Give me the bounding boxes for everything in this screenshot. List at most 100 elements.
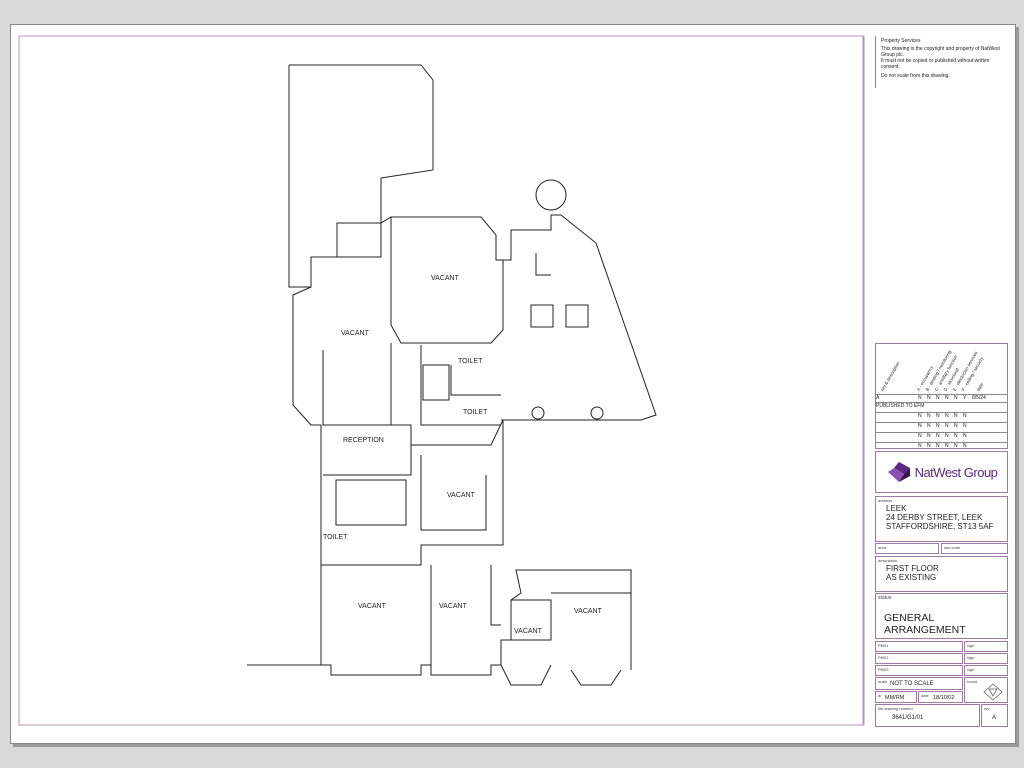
notes-title: Property Services <box>881 38 921 44</box>
description-label: description <box>878 558 898 563</box>
rev-value: A <box>992 715 997 721</box>
flag: N <box>945 443 949 449</box>
flag: N <box>918 443 922 449</box>
address-line: LEEK <box>886 504 907 513</box>
flag: N <box>954 395 958 401</box>
pm-label: PM03 <box>878 667 889 672</box>
notes-block: Property Services This drawing is the co… <box>875 36 1008 88</box>
drawn-value: MM/RM <box>885 695 905 701</box>
area-field: area <box>875 543 939 554</box>
status-label: status <box>878 595 892 601</box>
natwest-logo-icon <box>887 462 910 482</box>
drawing-sheet: VACANT VACANT TOILET TOILET RECEPTION VA… <box>10 24 1016 744</box>
sign-label: sign <box>967 655 975 660</box>
room-label: TOILET <box>323 534 348 541</box>
rev-header: rev & description <box>879 360 901 392</box>
flag: N <box>963 443 967 449</box>
sub-code-field: sub code <box>941 543 1008 554</box>
room-label: VACANT <box>358 603 387 610</box>
flag: N <box>927 433 931 439</box>
flag: N <box>936 413 940 419</box>
logo-text: NatWest Group <box>914 464 998 480</box>
address-label: address <box>878 498 893 503</box>
flag: N <box>945 423 949 429</box>
date-label: date <box>921 693 929 698</box>
address-line: STAFFORDSHIRE, ST13 5AF <box>886 522 994 531</box>
flag: N <box>954 443 958 449</box>
address-block: address LEEK 24 DERBY STREET, LEEK STAFF… <box>875 496 1008 542</box>
description-block: description FIRST FLOOR AS EXISTING <box>875 556 1008 592</box>
scale-value: NOT TO SCALE <box>890 681 934 687</box>
flag: N <box>927 423 931 429</box>
address-line: 24 DERBY STREET, LEEK <box>886 513 983 522</box>
flag: N <box>954 423 958 429</box>
room-label: VACANT <box>574 608 603 615</box>
flag: N <box>963 423 967 429</box>
flag: N <box>936 395 940 401</box>
room-label: RECEPTION <box>343 437 384 444</box>
rev-id: A <box>876 395 880 401</box>
room-label: VACANT <box>341 330 370 337</box>
address-text: LEEK 24 DERBY STREET, LEEK STAFFORDSHIRE… <box>886 504 993 531</box>
date-value: 18/10/02 <box>933 695 955 701</box>
flag: N <box>936 443 940 449</box>
sign-label: sign <box>967 667 975 672</box>
area-label: area <box>878 545 887 550</box>
restriction-note: It must not be copied or published witho… <box>881 58 990 70</box>
flag: N <box>936 423 940 429</box>
pm-label: PM01 <box>878 643 889 648</box>
rev-date: 8/5/24 <box>972 395 986 401</box>
scale-label: scale <box>878 679 888 684</box>
brand-label: brand <box>967 679 978 684</box>
flag: N <box>918 395 922 401</box>
drawn-label: dr <box>878 693 882 698</box>
rev-description: PUBLISHED TO EFM <box>876 402 1007 410</box>
status-value: GENERAL ARRANGEMENT <box>884 612 966 636</box>
flag: N <box>945 433 949 439</box>
copyright-note: This drawing is the copyright and proper… <box>881 46 1000 58</box>
date-field: date 18/10/02 <box>918 691 963 703</box>
room-label: VACANT <box>431 275 460 282</box>
room-label: TOILET <box>463 409 488 416</box>
flag: N <box>954 413 958 419</box>
sign-field: sign <box>964 665 1008 676</box>
flag: N <box>927 395 931 401</box>
flag: Y <box>963 395 967 401</box>
description-line: FIRST FLOOR <box>886 564 939 573</box>
logo-block: NatWest Group <box>875 451 1008 493</box>
drawing-number-value: 3641/G1/01 <box>892 715 924 721</box>
sign-label: sign <box>967 643 975 648</box>
flag: N <box>945 413 949 419</box>
recycle-logo-icon <box>983 683 1003 701</box>
walls <box>247 64 657 686</box>
room-label: VACANT <box>447 492 476 499</box>
flag: N <box>918 423 922 429</box>
pm02-field: PM02 <box>875 653 963 664</box>
flag: N <box>918 413 922 419</box>
flag: N <box>945 395 949 401</box>
sign-field: sign <box>964 641 1008 652</box>
rev-header: date <box>975 381 985 392</box>
scale-note: Do not scale from this drawing. <box>881 73 950 79</box>
revision-headers: rev & description A - occupancy B - deal… <box>876 344 1007 394</box>
room-label: VACANT <box>439 603 468 610</box>
room-labels: VACANT VACANT TOILET TOILET RECEPTION VA… <box>323 275 603 635</box>
pm-label: PM02 <box>878 655 889 660</box>
flag: N <box>936 433 940 439</box>
flag: N <box>963 413 967 419</box>
flag: N <box>963 433 967 439</box>
brand-field: brand <box>964 677 1008 703</box>
sign-field: sign <box>964 653 1008 664</box>
room-label: TOILET <box>458 358 483 365</box>
status-block: status GENERAL ARRANGEMENT <box>875 593 1008 639</box>
drawing-number-label: file drawing number <box>878 706 913 711</box>
pm01-field: PM01 <box>875 641 963 652</box>
pm03-field: PM03 <box>875 665 963 676</box>
sub-code-label: sub code <box>944 545 961 550</box>
revision-table: rev & description A - occupancy B - deal… <box>875 343 1008 449</box>
flag: N <box>954 433 958 439</box>
